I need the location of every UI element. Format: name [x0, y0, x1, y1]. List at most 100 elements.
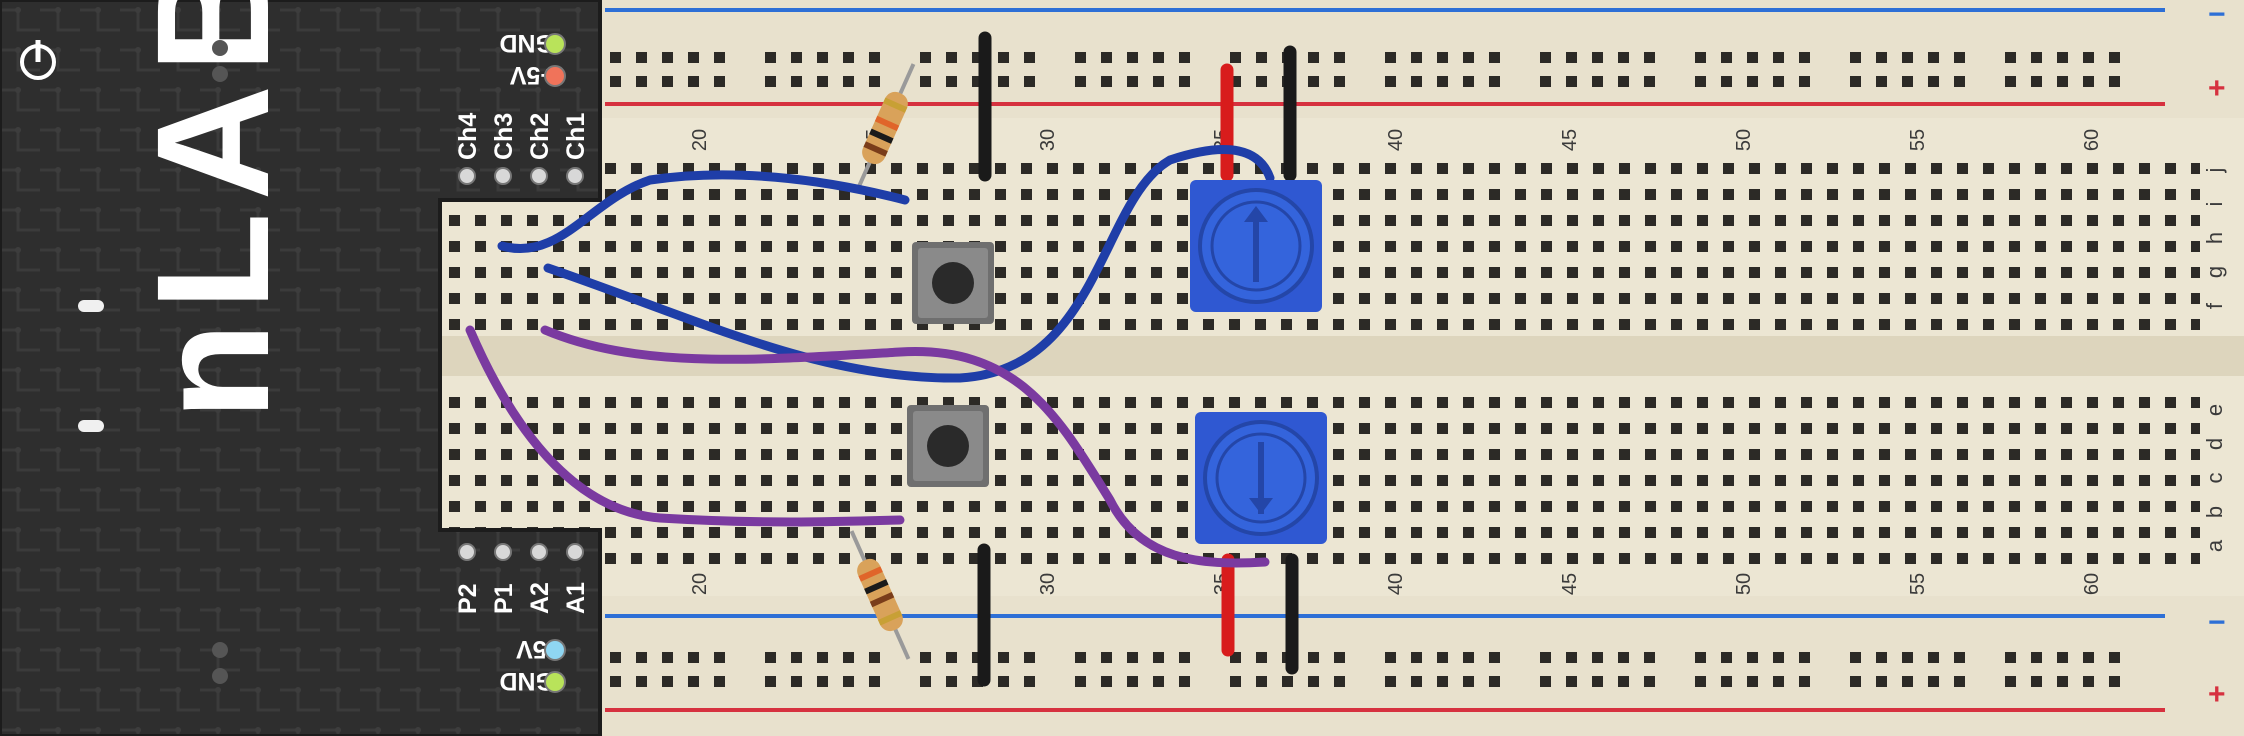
rail-hole	[1566, 76, 1577, 87]
rail-hole	[1747, 652, 1758, 663]
rail-hole	[1127, 676, 1138, 687]
rail-hole	[1463, 76, 1474, 87]
rail-hole	[1411, 76, 1422, 87]
blue-wire	[497, 170, 910, 253]
bottom-power-rail	[300, 596, 2244, 736]
rail-hole	[1308, 52, 1319, 63]
rail-hole	[1850, 652, 1861, 663]
top-power-pins: GND+5V	[499, 29, 566, 89]
rail-hole	[2109, 676, 2120, 687]
rail-hole	[1075, 52, 1086, 63]
rail-hole	[1308, 76, 1319, 87]
rail-hole	[1308, 676, 1319, 687]
rail-hole	[1721, 76, 1732, 87]
rail-hole	[1334, 76, 1345, 87]
rail-hole	[1024, 76, 1035, 87]
rail-hole	[1618, 76, 1629, 87]
rail-hole	[765, 652, 776, 663]
potentiometer	[1195, 412, 1327, 544]
rail-hole	[1437, 676, 1448, 687]
rail-hole	[946, 76, 957, 87]
rail-hole	[2083, 676, 2094, 687]
rail-hole	[2005, 52, 2016, 63]
rail-hole	[1282, 676, 1293, 687]
pin-hole	[458, 543, 476, 561]
column-number: 50	[1733, 573, 1755, 595]
pin-hole	[530, 543, 548, 561]
pin-hole	[566, 543, 584, 561]
rail-hole	[1075, 652, 1086, 663]
rail-hole	[1127, 652, 1138, 663]
rail-hole	[1385, 52, 1396, 63]
power-pin-led	[544, 33, 566, 55]
rail-hole	[1101, 76, 1112, 87]
rail-hole	[1411, 52, 1422, 63]
rail-hole	[1489, 52, 1500, 63]
top-rail-plus-sign: +	[2208, 72, 2226, 105]
rail-holes	[610, 52, 2120, 687]
rail-hole	[1024, 676, 1035, 687]
power-pin-led	[544, 671, 566, 693]
row-letter: b	[2202, 506, 2227, 518]
pin-hole	[566, 167, 584, 185]
rail-hole	[1773, 676, 1784, 687]
rail-hole	[636, 652, 647, 663]
rail-hole	[2109, 52, 2120, 63]
resistor	[854, 63, 916, 193]
rail-hole	[2031, 52, 2042, 63]
rail-hole	[791, 76, 802, 87]
rail-hole	[1695, 652, 1706, 663]
rail-hole	[1437, 652, 1448, 663]
rail-hole	[1153, 52, 1164, 63]
rail-hole	[972, 52, 983, 63]
column-number: 60	[2081, 129, 2103, 151]
rail-hole	[1618, 52, 1629, 63]
rail-hole	[1540, 52, 1551, 63]
rail-hole	[714, 676, 725, 687]
purple-wire	[465, 325, 905, 527]
rail-hole	[1773, 76, 1784, 87]
rail-hole	[636, 676, 647, 687]
rail-hole	[688, 76, 699, 87]
row-letter: d	[2202, 438, 2227, 450]
rail-hole	[920, 676, 931, 687]
rail-hole	[1850, 52, 1861, 63]
rail-hole	[920, 652, 931, 663]
rail-hole	[1463, 52, 1474, 63]
rail-hole	[1566, 652, 1577, 663]
rail-hole	[1954, 52, 1965, 63]
rail-hole	[1799, 76, 1810, 87]
rail-hole	[1592, 652, 1603, 663]
pin-label: Ch4	[454, 113, 482, 160]
column-number: 45	[1559, 129, 1581, 151]
rail-hole	[1618, 652, 1629, 663]
rail-hole	[1230, 76, 1241, 87]
rail-hole	[1153, 76, 1164, 87]
rail-hole	[1411, 676, 1422, 687]
bottom-rail-minus-sign: −	[2208, 606, 2226, 639]
pin-hole	[458, 167, 476, 185]
board-via	[212, 66, 228, 82]
board-via	[212, 642, 228, 658]
row-letter: f	[2202, 302, 2227, 309]
rail-hole	[1256, 76, 1267, 87]
pin-label: Ch2	[526, 113, 554, 160]
rail-hole	[1437, 52, 1448, 63]
rail-hole	[1850, 676, 1861, 687]
rail-hole	[1928, 52, 1939, 63]
rail-hole	[1411, 652, 1422, 663]
rail-hole	[714, 652, 725, 663]
power-pin-led	[544, 639, 566, 661]
rail-hole	[1075, 676, 1086, 687]
blue-wires	[497, 145, 1275, 383]
rail-hole	[765, 52, 776, 63]
rail-hole	[2031, 652, 2042, 663]
board-slot	[78, 300, 104, 312]
column-number: 40	[1385, 573, 1407, 595]
rail-hole	[972, 76, 983, 87]
rail-hole	[1334, 676, 1345, 687]
rail-hole	[946, 676, 957, 687]
rail-hole	[1592, 76, 1603, 87]
